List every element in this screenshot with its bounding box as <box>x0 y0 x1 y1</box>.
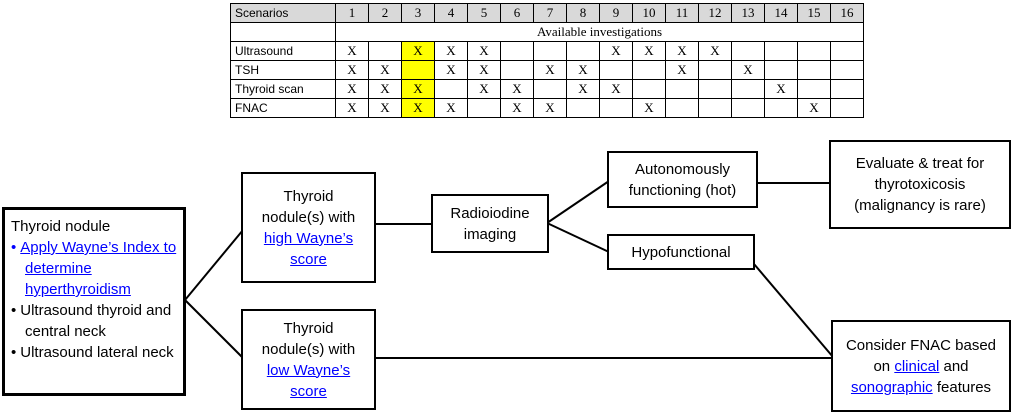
node-text: Consider FNAC based on <box>845 336 997 375</box>
table-span-row: Available investigations <box>230 22 864 42</box>
node-text: Autonomously functioning (hot) <box>628 160 737 199</box>
node-text: features <box>932 378 992 396</box>
waynes-index-link[interactable]: Apply Wayne’s Index to determine hyperth… <box>20 239 177 298</box>
low-waynes-score-link[interactable]: low Wayne’s score <box>266 361 351 400</box>
node-text: Hypofunctional <box>631 243 731 261</box>
bullet-text: Ultrasound thyroid and central neck <box>20 302 172 340</box>
node-radioiodine-imaging: Radioiodine imaging <box>431 194 549 253</box>
cell-ultrasound-3: X <box>401 41 435 61</box>
scenario-column-header-9: 9 <box>599 3 633 23</box>
bullet-marker-icon: • <box>11 344 17 361</box>
scenarios-header-cell: Scenarios <box>230 3 336 23</box>
connector-nodule-to-low <box>184 299 244 359</box>
bullet-marker-icon: • <box>11 239 17 256</box>
node-text: Evaluate & treat for thyrotoxicosis (mal… <box>854 155 986 214</box>
scenario-column-header-15: 15 <box>797 3 831 23</box>
row-label-fnac: FNAC <box>230 98 336 118</box>
node-text: Radioiodine imaging <box>450 204 530 243</box>
cell-fnac-10: X <box>632 98 666 118</box>
bullet-ultrasound-central: •Ultrasound thyroid and central neck <box>11 300 179 342</box>
node-text-wrap: Thyroid nodule(s) with low Wayne’s score <box>253 318 365 402</box>
sonographic-link[interactable]: sonographic <box>850 378 933 396</box>
node-text: Thyroid nodule(s) with <box>261 319 356 358</box>
bullet-apply-waynes-index: •Apply Wayne’s Index to determine hypert… <box>11 237 179 300</box>
node-autonomously-functioning: Autonomously functioning (hot) <box>607 151 758 208</box>
connector-radioiodine-to-hypofunctional <box>546 222 610 253</box>
scenario-column-header-10: 10 <box>632 3 666 23</box>
node-text-wrap: Thyroid nodule(s) with high Wayne’s scor… <box>253 186 365 270</box>
scenario-column-header-12: 12 <box>698 3 732 23</box>
node-text-wrap: Consider FNAC based on clinical and sono… <box>837 335 1005 398</box>
node-evaluate-treat: Evaluate & treat for thyrotoxicosis (mal… <box>829 140 1011 229</box>
connector-radioiodine-to-autonomous <box>546 180 610 224</box>
bullet-marker-icon: • <box>11 302 17 319</box>
cell-fnac-1: X <box>335 98 369 118</box>
node-thyroid-nodule: Thyroid nodule •Apply Wayne’s Index to d… <box>2 207 186 396</box>
node-thyroid-nodule-title: Thyroid nodule <box>11 218 111 235</box>
node-consider-fnac: Consider FNAC based on clinical and sono… <box>831 320 1011 412</box>
thyroid-nodule-bullet-list: •Apply Wayne’s Index to determine hypert… <box>11 237 179 363</box>
scenario-column-header-8: 8 <box>566 3 600 23</box>
cell-fnac-3: X <box>401 98 435 118</box>
cell-thyroid-scan-3: X <box>401 79 435 99</box>
scenario-column-header-1: 1 <box>335 3 369 23</box>
scenario-column-header-3: 3 <box>401 3 435 23</box>
bullet-text: Ultrasound lateral neck <box>20 344 174 361</box>
row-label-tsh: TSH <box>230 60 336 80</box>
available-investigations-cell: Available investigations <box>335 22 864 42</box>
high-waynes-score-link[interactable]: high Wayne’s score <box>263 229 354 268</box>
node-text: and <box>939 357 969 375</box>
clinical-link[interactable]: clinical <box>894 357 940 375</box>
scenario-column-header-4: 4 <box>434 3 468 23</box>
node-low-waynes-score: Thyroid nodule(s) with low Wayne’s score <box>241 309 376 410</box>
connector-hypofunctional-to-fnac <box>753 263 834 358</box>
node-hypofunctional: Hypofunctional <box>607 234 755 270</box>
cell-fnac-16 <box>830 98 864 118</box>
node-text: Thyroid nodule(s) with <box>261 187 356 226</box>
node-high-waynes-score: Thyroid nodule(s) with high Wayne’s scor… <box>241 172 376 283</box>
bullet-ultrasound-lateral: •Ultrasound lateral neck <box>11 342 179 363</box>
row-label-thyroid-scan: Thyroid scan <box>230 79 336 99</box>
scenario-column-header-14: 14 <box>764 3 798 23</box>
connector-nodule-to-high <box>184 229 244 301</box>
